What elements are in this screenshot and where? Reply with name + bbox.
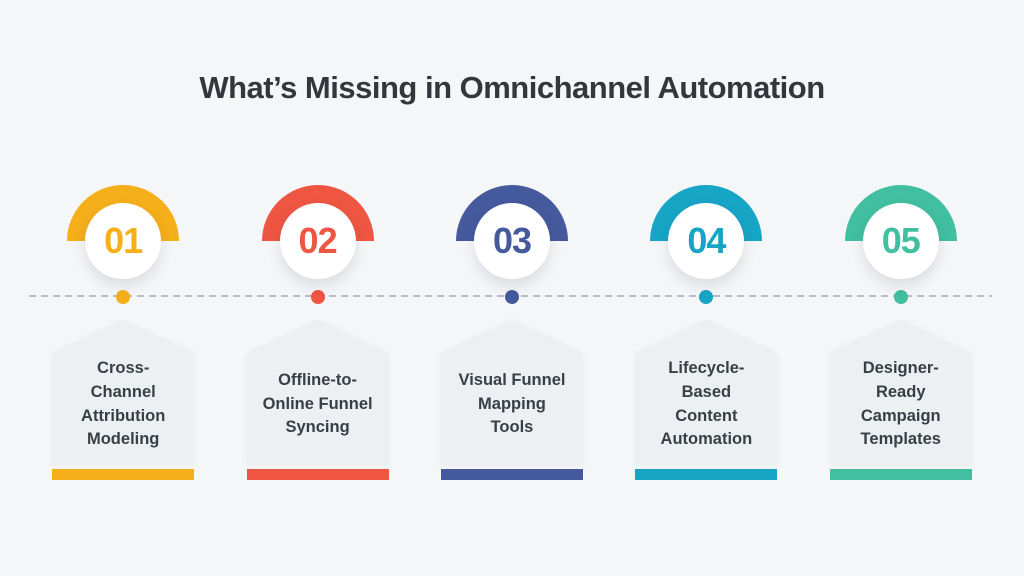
step-number: 05	[881, 220, 921, 261]
timeline-item: 01 Cross- Channel Attribution Modeling	[26, 185, 220, 480]
label-card-shape: Lifecycle- Based Content Automation	[635, 319, 778, 464]
label-card-shape: Cross- Channel Attribution Modeling	[52, 319, 195, 464]
label-text: Visual Funnel Mapping Tools	[458, 370, 566, 437]
card-underline	[52, 469, 195, 480]
label-text: Offline-to- Online Funnel Syncing	[262, 370, 373, 437]
step-number: 01	[104, 220, 143, 261]
page-title: What’s Missing in Omnichannel Automation	[199, 70, 825, 105]
timeline-item: 04 Lifecycle- Based Content Automation	[609, 185, 803, 480]
label-card-shape: Visual Funnel Mapping Tools	[440, 319, 583, 464]
step-number: 03	[492, 220, 532, 261]
timeline-item: 02 Offline-to- Online Funnel Syncing	[220, 185, 414, 480]
timeline-item: 05 Designer- Ready Campaign Templates	[804, 185, 998, 480]
step-marker: 03	[455, 185, 568, 279]
label-card: Lifecycle- Based Content Automation	[635, 319, 778, 464]
step-number-circle: 05	[862, 203, 939, 279]
step-marker: 04	[650, 185, 763, 279]
step-number: 02	[298, 220, 338, 261]
step-marker: 05	[844, 185, 957, 279]
timeline-dot	[893, 290, 908, 304]
timeline-dot	[116, 290, 131, 304]
card-underline	[829, 469, 972, 480]
label-text: Designer- Ready Campaign Templates	[860, 358, 941, 449]
timeline-dot	[310, 290, 325, 304]
label-text: Lifecycle- Based Content Automation	[660, 358, 753, 449]
timeline-dot	[699, 290, 714, 304]
step-number-circle: 01	[85, 203, 162, 279]
label-card: Offline-to- Online Funnel Syncing	[246, 319, 389, 464]
step-marker: 01	[67, 185, 180, 279]
label-card-shape: Offline-to- Online Funnel Syncing	[246, 319, 389, 464]
step-number-circle: 02	[279, 203, 356, 279]
card-underline	[635, 469, 778, 480]
card-underline	[440, 469, 583, 480]
timeline-dot	[504, 290, 519, 304]
label-text: Cross- Channel Attribution Modeling	[81, 358, 166, 449]
label-card: Designer- Ready Campaign Templates	[829, 319, 972, 464]
label-card-shape: Designer- Ready Campaign Templates	[829, 319, 972, 464]
step-marker: 02	[261, 185, 374, 279]
label-card: Visual Funnel Mapping Tools	[440, 319, 583, 464]
timeline-items: 01 Cross- Channel Attribution Modeling 0…	[26, 185, 998, 480]
label-card: Cross- Channel Attribution Modeling	[52, 319, 195, 464]
step-number-circle: 04	[668, 203, 745, 279]
timeline-item: 03 Visual Funnel Mapping Tools	[415, 185, 609, 480]
step-number-circle: 03	[473, 203, 550, 279]
step-number: 04	[687, 220, 726, 261]
card-underline	[246, 469, 389, 480]
